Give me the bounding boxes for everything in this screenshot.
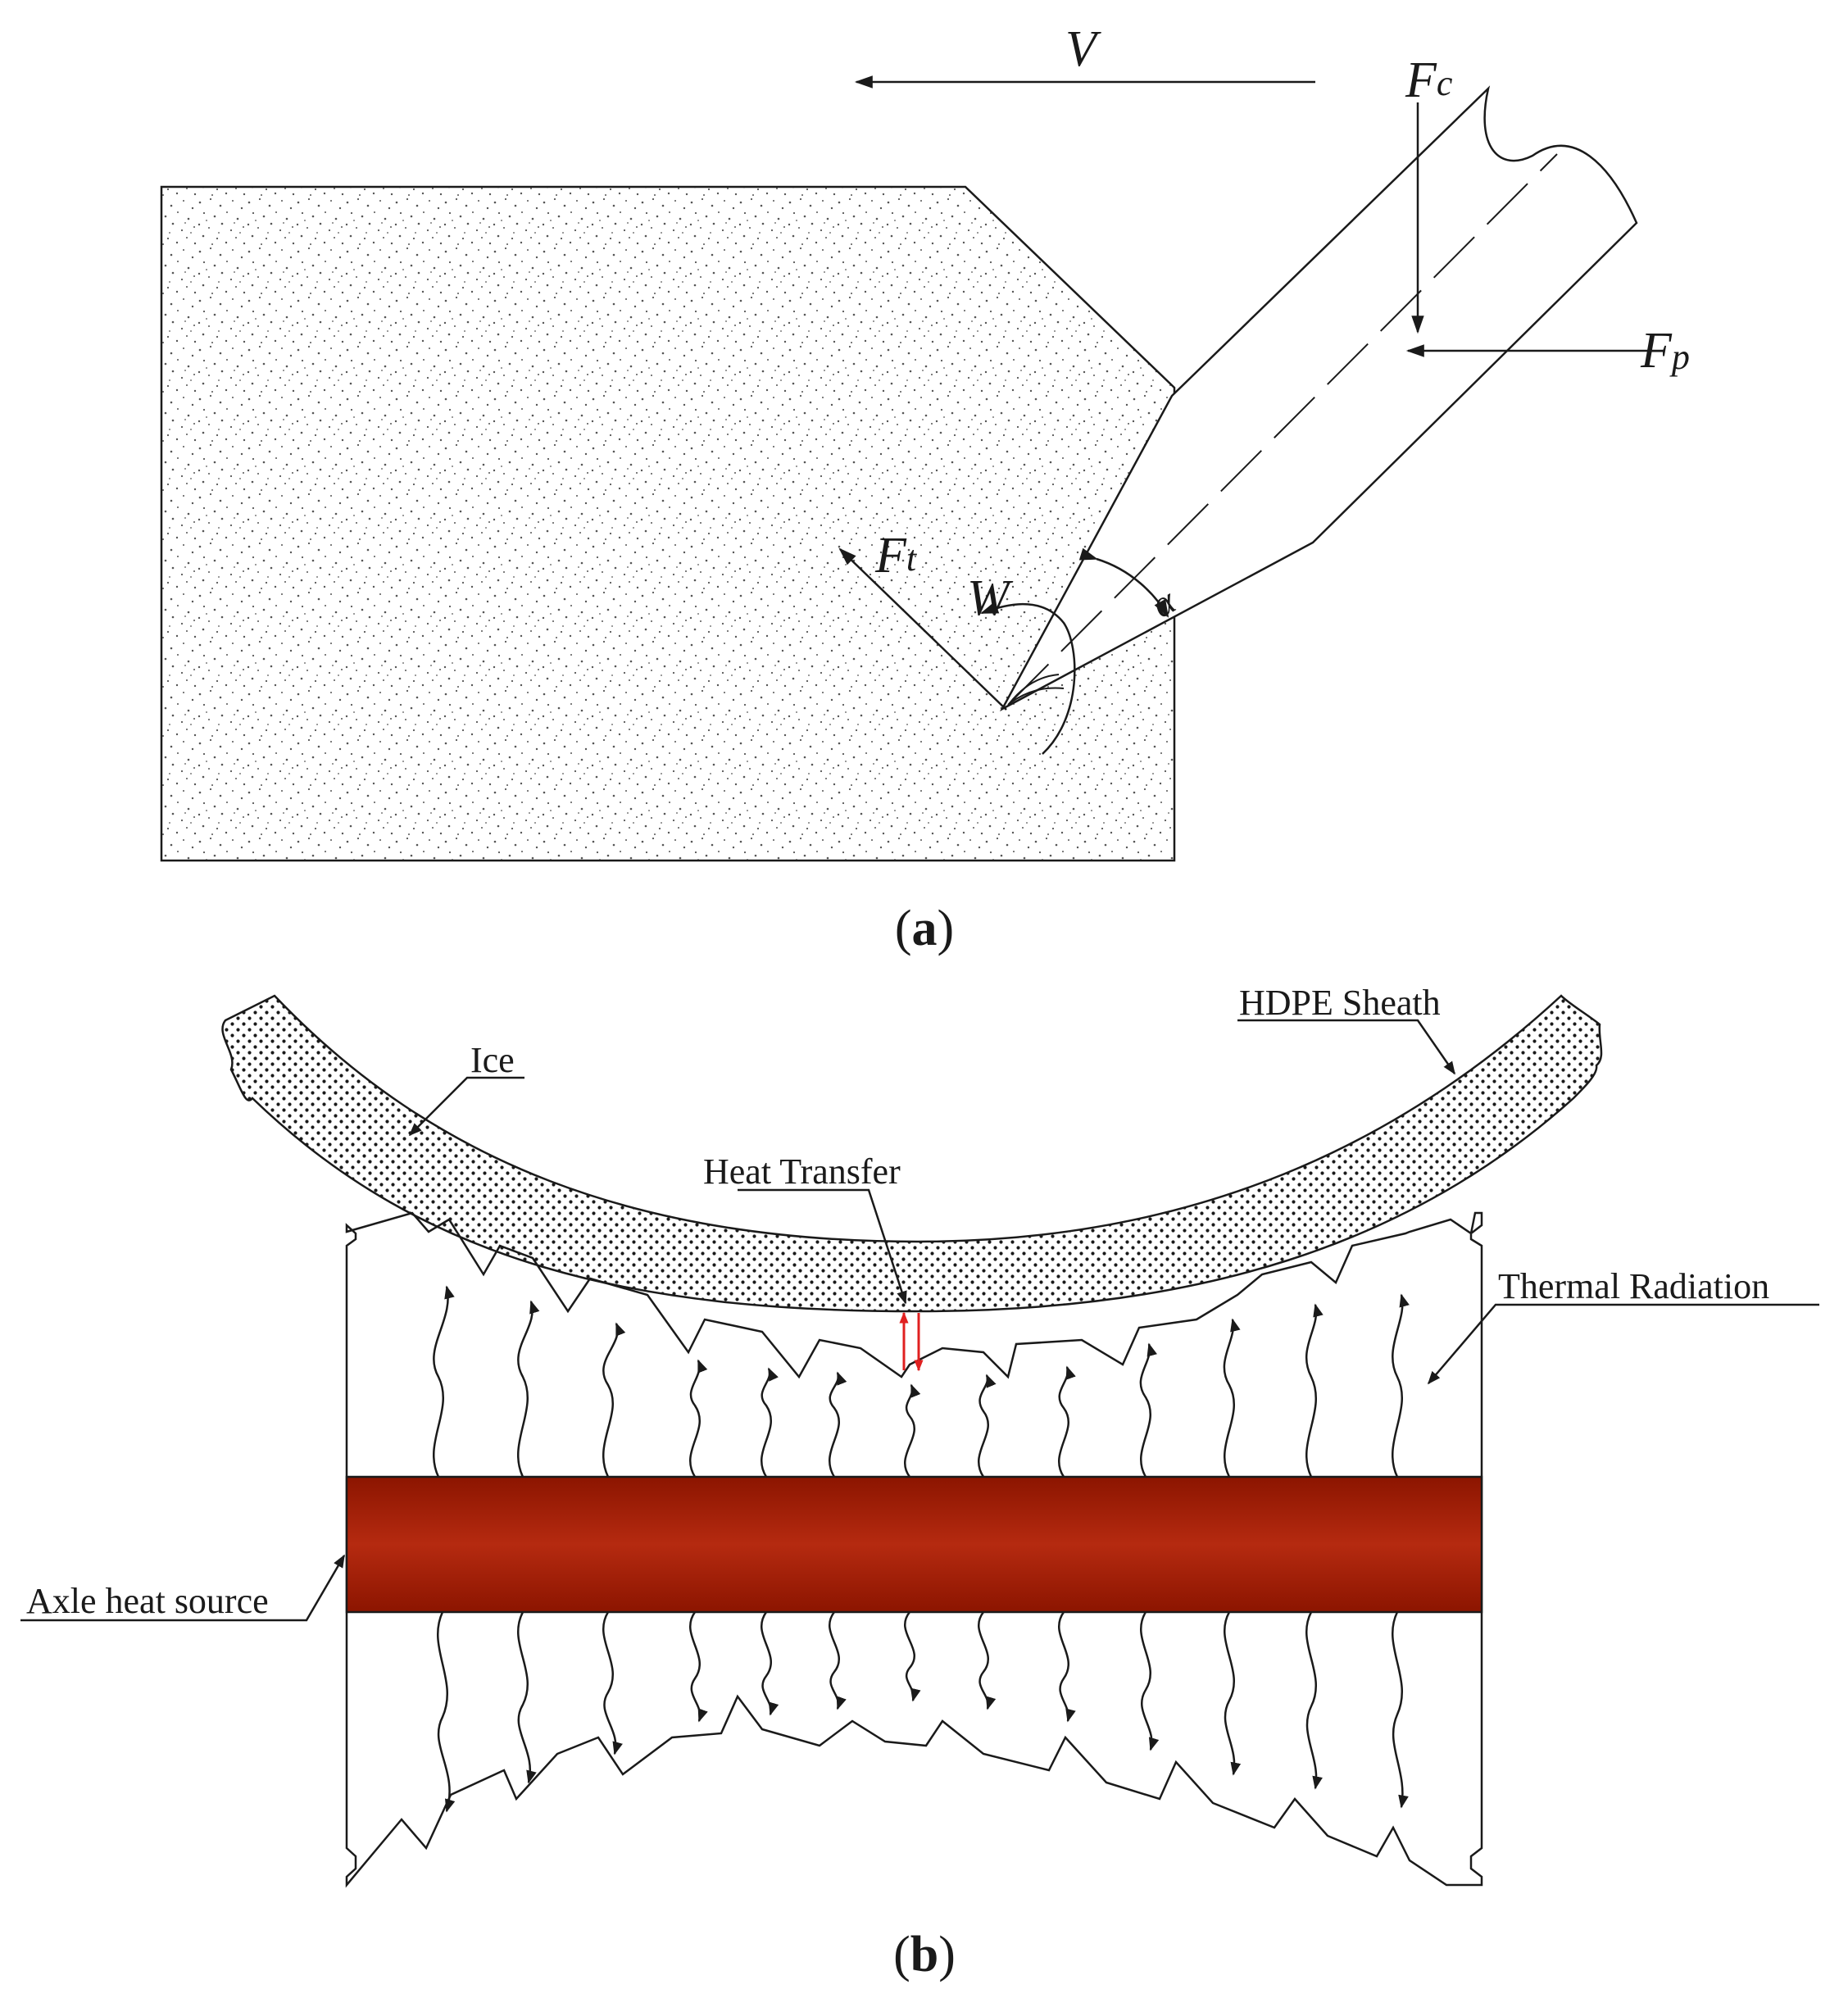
radiation-arrow (689, 1611, 708, 1723)
radiation-arrow (978, 1374, 997, 1478)
thermal-radiation-leader (1427, 1303, 1819, 1385)
ice-leader (408, 1076, 524, 1137)
radiation-arrow (1058, 1365, 1076, 1478)
caption-b: (b) (893, 1927, 956, 1982)
panel-a (160, 75, 1651, 862)
radiation-arrow (761, 1611, 779, 1716)
hdpe-sheath-label: HDPE Sheath (1239, 983, 1441, 1023)
resultant-force-arrow (838, 547, 1007, 711)
rotation-arc (979, 601, 1076, 755)
velocity-label: V (1065, 21, 1101, 77)
radiation-arrow (1223, 1318, 1241, 1478)
radiation-arrow (602, 1322, 626, 1478)
radiation-arrow (1140, 1611, 1160, 1751)
radiation-arrow (761, 1367, 779, 1478)
panel-b-leaders (20, 1019, 1819, 1622)
rotation-label: W (967, 570, 1014, 626)
thermal-radiation-label: Thermal Radiation (1498, 1266, 1769, 1306)
radiation-arrow (1392, 1293, 1410, 1478)
radiation-arrow (517, 1300, 540, 1478)
axle-heat-source (345, 1475, 1483, 1614)
axle-leader (20, 1554, 346, 1622)
radiation-arrow (1305, 1611, 1323, 1790)
cutting-force-label: Fc (1405, 52, 1453, 108)
hdpe-sheath-ice (221, 994, 1603, 1313)
radiation-arrow (1392, 1611, 1409, 1809)
radiation-arrow (829, 1611, 847, 1710)
tool-tip-fan (1009, 674, 1065, 704)
radiation-arrow (1139, 1342, 1157, 1478)
radiation-arrow (1224, 1611, 1242, 1776)
radiation-arrow (1058, 1611, 1076, 1723)
thrust-force-label: Fp (1640, 323, 1690, 379)
heat-transfer-label: Heat Transfer (703, 1151, 901, 1192)
ice-label: Ice (470, 1040, 515, 1080)
radiation-arrow (1305, 1303, 1324, 1478)
thermal-radiation-down (437, 1611, 1409, 1813)
resultant-force-label: Ft (874, 528, 918, 584)
hdpe-leader (1237, 1019, 1456, 1075)
radiation-arrow (829, 1371, 847, 1478)
radiation-arrow (437, 1611, 456, 1813)
radiation-arrow (904, 1611, 921, 1702)
heat-transfer-arrows (899, 1311, 924, 1372)
radiation-arrow (689, 1359, 708, 1478)
panel-b (221, 994, 1603, 1888)
radiation-arrow (433, 1285, 455, 1478)
radiation-arrow (978, 1611, 997, 1710)
workpiece (160, 185, 1176, 862)
angle-arc (1078, 547, 1169, 618)
caption-a: (a) (895, 901, 954, 956)
thermal-radiation-up (433, 1285, 1410, 1478)
radiation-arrow (602, 1611, 623, 1755)
heat-transfer-leader (738, 1188, 907, 1305)
axle-heat-source-label: Axle heat source (26, 1581, 269, 1621)
radiation-arrow (517, 1611, 537, 1784)
radiation-arrow (904, 1383, 921, 1478)
